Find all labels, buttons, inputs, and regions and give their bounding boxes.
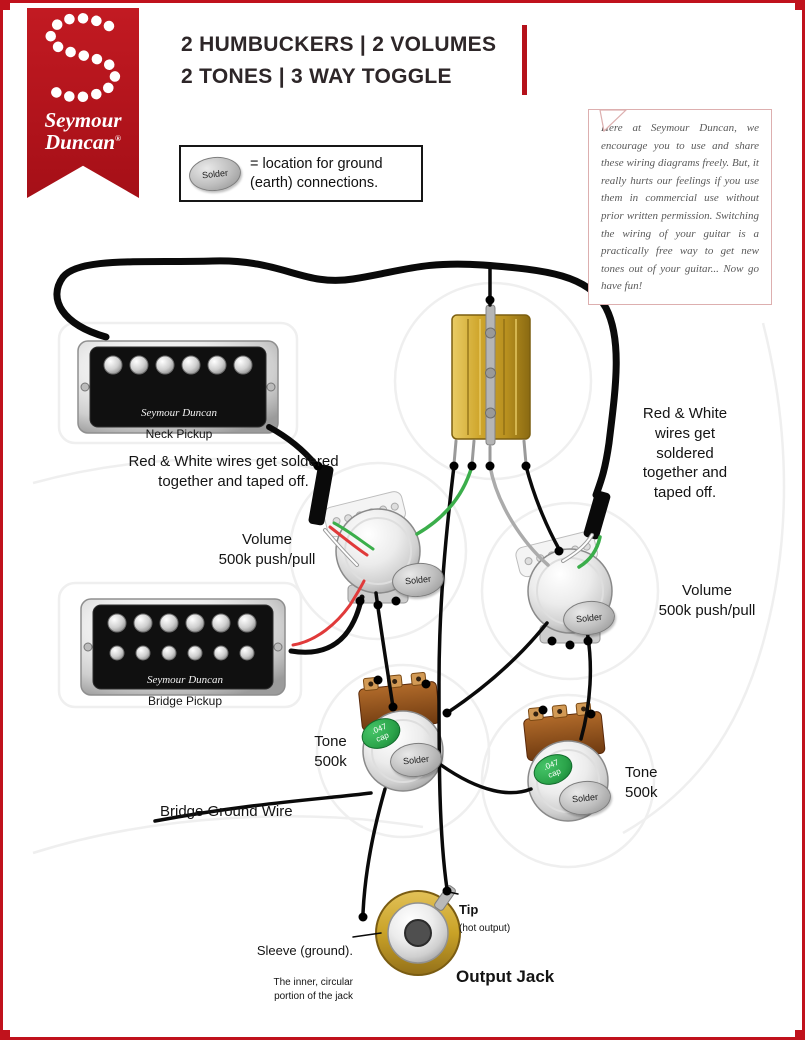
neck-tape-note: Red & White wires get soldered together … <box>128 453 339 490</box>
bridge-pickup <box>80 598 286 696</box>
brand-name-text: Duncan <box>44 130 116 155</box>
border-corner <box>3 1030 10 1037</box>
solder-label: Solder <box>571 791 599 805</box>
wire-lefttone-to-righttone <box>439 763 533 795</box>
bridge-screw-poles <box>109 645 255 661</box>
brand-name-line2: Duncan® <box>27 131 139 153</box>
wire-toggle-to-right-vol-gray <box>488 464 550 567</box>
title-accent-bar <box>522 25 527 95</box>
sleeve-label-text: Sleeve (ground). <box>256 943 353 959</box>
neck-pole-pieces <box>103 355 253 375</box>
wire-bridge-tape-white <box>562 534 593 562</box>
tape-block-neck <box>308 464 334 526</box>
wire-toggle-to-jack-hot <box>437 464 456 891</box>
dotted-s-icon <box>43 13 121 103</box>
bridge-pickup-brand: Seymour Duncan <box>146 674 224 686</box>
neck-pickup <box>77 340 279 434</box>
solder-junction-dots <box>313 295 596 922</box>
guitar-body-outline <box>32 281 786 869</box>
volume-right-label: Volume 500k push/pull <box>658 582 756 619</box>
wire-main-cable-loop <box>53 257 620 499</box>
wire-toggle-to-right-vol-black <box>524 464 561 551</box>
wire-toggle-to-left-vol-green <box>415 464 474 536</box>
bridge-ground-wire-label: Bridge Ground Wire <box>160 803 293 820</box>
note-tail <box>599 110 627 133</box>
tape-block-bridge <box>583 490 611 540</box>
sleeve-sub-label: The inner, circular portion of the jack <box>273 977 353 1002</box>
wire-rightvol-to-lefttone <box>445 621 549 715</box>
wire-bridge-tape-green <box>577 535 602 569</box>
tone-right-label: Tone 500k <box>625 764 658 801</box>
solder-legend: Solder = location for ground (earth) con… <box>179 145 423 202</box>
pointer-sleeve <box>352 932 382 938</box>
registered-mark: ® <box>115 134 121 144</box>
bridge-tape-note: Red & White wires get soldered together … <box>642 405 728 502</box>
neck-pickup-brand: Seymour Duncan <box>140 407 218 419</box>
sleeve-label: Sleeve (ground). The inner, circular por… <box>241 925 353 1020</box>
border-corner <box>795 1030 802 1037</box>
solder-label: Solder <box>402 753 430 767</box>
output-jack <box>375 885 461 976</box>
toggle-lug-1 <box>452 439 458 466</box>
toggle-lug-2 <box>470 439 476 466</box>
tip-sub-label: (hot output) <box>459 923 511 935</box>
legend-text: = location for ground (earth) connection… <box>250 155 383 191</box>
tip-label-text: Tip <box>459 902 479 918</box>
wire-neck-red <box>328 525 369 557</box>
border-corner <box>3 3 10 10</box>
wiring-diagram-canvas <box>32 257 786 976</box>
output-jack-label: Output Jack <box>456 967 555 986</box>
solder-label: Solder <box>404 573 432 587</box>
toggle-lug-4 <box>522 439 528 466</box>
tip-label: Tip (hot output) <box>459 884 510 936</box>
brand-name-line1: Seymour <box>44 108 122 132</box>
tone-left-label: Tone 500k <box>314 733 347 770</box>
wire-bridge-black <box>288 594 365 655</box>
wire-neck-to-tape <box>266 424 319 468</box>
title-line2: 2 TONES | 3 WAY TOGGLE <box>181 64 452 88</box>
solder-blob-icon: Solder <box>187 153 243 194</box>
neck-pickup-label: Neck Pickup <box>145 427 213 441</box>
seymour-duncan-logo: Seymour Duncan® <box>27 8 139 198</box>
volume-left-label: Volume 500k push/pull <box>218 531 316 568</box>
copyright-note-text: Here at Seymour Duncan, we encourage you… <box>601 122 759 293</box>
toggle-switch <box>451 304 531 446</box>
border-corner <box>795 3 802 10</box>
solder-blob-label: Solder <box>201 167 229 180</box>
bridge-pickup-label: Bridge Pickup <box>147 694 223 708</box>
bridge-pole-pieces <box>107 613 257 633</box>
page-title: 2 HUMBUCKERS | 2 VOLUMES 2 TONES | 3 WAY… <box>181 29 496 92</box>
wire-bridge-red <box>291 579 366 647</box>
copyright-note: Here at Seymour Duncan, we encourage you… <box>588 109 772 305</box>
wire-neck-white <box>324 529 358 566</box>
wire-bridge-ground <box>153 791 373 823</box>
wire-lefttone-to-sleeve <box>361 787 387 915</box>
solder-label: Solder <box>575 611 603 625</box>
wire-neck-green <box>332 521 375 551</box>
title-line1: 2 HUMBUCKERS | 2 VOLUMES <box>181 33 497 56</box>
